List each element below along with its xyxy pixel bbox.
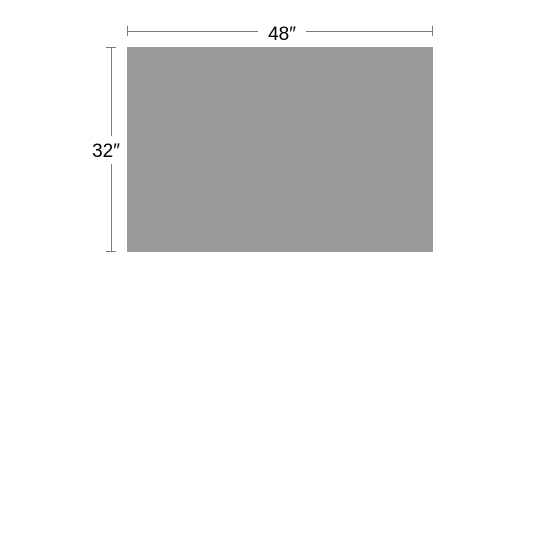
panel-rectangle: [127, 47, 433, 252]
height-dimension: 32″: [92, 47, 120, 252]
width-label: 48″: [268, 24, 296, 45]
width-dimension: 48″: [127, 24, 433, 45]
height-label: 32″: [92, 141, 120, 162]
